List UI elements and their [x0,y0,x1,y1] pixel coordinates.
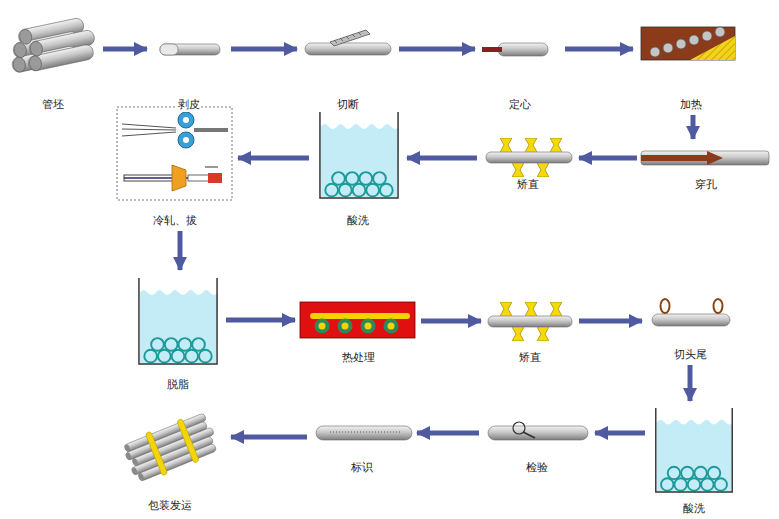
rod [160,44,220,55]
process-step: 矫直 [480,132,576,192]
step-label: 酸洗 [682,502,706,516]
step-label: 剥皮 [177,98,201,112]
process-step: 剥皮 [150,35,228,112]
saw-blade [330,30,370,46]
process-step: 切头尾 [645,296,735,362]
tube [310,313,410,319]
process-step: 穿孔 [640,142,772,192]
flow-arrow [231,435,307,440]
magnifier-handle [523,432,535,438]
flow-arrow [226,318,295,323]
flow-arrow [399,47,475,52]
furnace [641,27,735,60]
peeled-end [160,44,178,55]
cold-rolling [122,112,228,148]
rod [498,43,548,56]
piercing-mandrel [641,155,709,161]
process-step: 定心 [478,35,562,112]
flow-arrow [565,47,633,52]
flow-arrow [421,319,481,324]
center-drill [482,47,502,52]
step-label: 切断 [336,98,360,112]
step-label: 脱脂 [166,378,190,392]
step-label: 热处理 [341,351,376,365]
step-label: 标识 [350,461,374,475]
step-label: 加热 [679,98,703,112]
degreasing-tank [139,278,218,364]
process-step: 管坯 [5,20,100,112]
pickling-tank [656,408,733,492]
process-step: 包装发运 [112,405,228,513]
process-step: 脱脂 [133,273,223,392]
straightening-rollers [500,138,562,177]
cold-drawing [124,165,222,191]
furnace-rollers [315,319,399,334]
tube [488,426,588,440]
flow-arrow [579,319,642,324]
flow-arrow [178,231,183,270]
billet-bundle [6,15,99,75]
step-label: 切头尾 [673,348,708,362]
process-step: 矫直 [484,296,576,365]
piercing-plug [707,151,723,165]
process-step: 酸洗 [648,404,740,516]
process-step: 热处理 [298,298,418,365]
process-step: 冷轧、拔 [115,105,235,228]
flow-arrow [688,365,693,401]
step-label: 酸洗 [346,214,370,228]
step-label: 冷轧、拔 [152,214,198,228]
marking [330,432,400,433]
flow-arrow [579,156,637,161]
step-label: 定心 [508,98,532,112]
tube [486,152,572,163]
step-label: 检验 [525,461,549,475]
saw-teeth [334,32,361,43]
heat-treatment-furnace [300,302,415,338]
process-step: 标识 [310,415,414,475]
process-step: 检验 [482,415,592,475]
hollow-shell [641,151,769,165]
process-step: 加热 [636,22,746,112]
flow-arrow [691,115,696,139]
flow-arrow [231,47,297,52]
flow-arrow [407,156,477,161]
process-step: 切断 [300,22,396,112]
step-label: 矫直 [516,178,540,192]
straightening-rollers [500,302,562,341]
cut-ring [661,299,670,313]
rod [305,43,391,55]
tube [316,426,412,440]
flow-arrow [417,431,479,436]
process-step: 酸洗 [312,108,404,228]
tube [652,314,730,326]
pickling-tank [320,112,399,198]
packed-bundle [120,409,221,486]
step-label: 穿孔 [694,178,718,192]
step-label: 管坯 [41,98,65,112]
furnace-hearth [690,36,735,60]
billets-in-furnace [650,27,725,57]
step-label: 包装发运 [147,499,193,513]
flow-arrow [238,156,309,161]
step-label: 矫直 [518,351,542,365]
tube [488,316,572,327]
flow-arrow [595,431,645,436]
flow-arrow [103,47,147,52]
cut-ring [714,299,723,313]
dashed-frame [117,107,232,200]
